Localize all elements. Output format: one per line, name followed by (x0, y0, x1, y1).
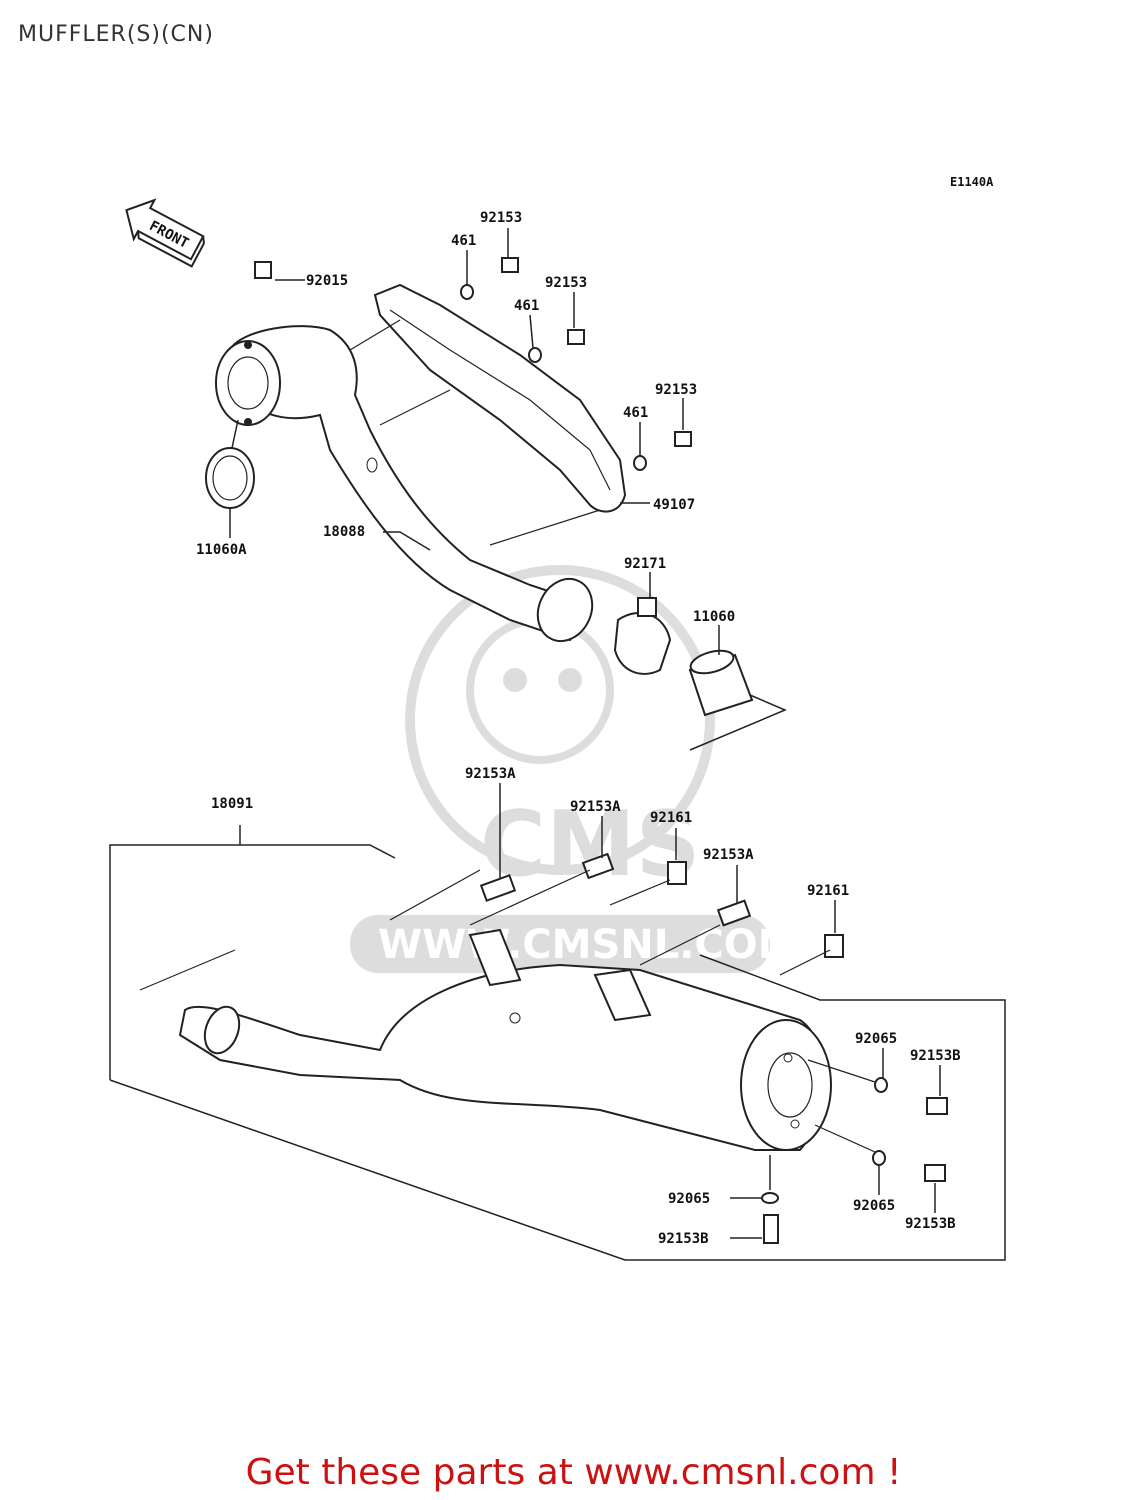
sleeve-11060 (688, 649, 754, 717)
callout-label: 92065 (853, 1198, 895, 1214)
washer-icon (460, 284, 474, 300)
washer-icon (633, 455, 647, 471)
callout-label: 92065 (855, 1031, 897, 1047)
callout-labels: 92153 461 92015 92153 461 92153 461 4910… (196, 210, 961, 1247)
bolt-icon (567, 329, 585, 345)
nut-icon (667, 861, 687, 885)
bolt-icon (674, 431, 692, 447)
washer-icon (528, 347, 542, 363)
callout-label: 92065 (668, 1191, 710, 1207)
callout-label: 92161 (807, 883, 849, 899)
callout-label: 461 (623, 405, 648, 421)
leader-lines (109, 228, 1006, 1261)
callout-label: 11060 (693, 609, 735, 625)
bolt-icon (479, 874, 517, 902)
callout-label: 92153B (905, 1216, 956, 1232)
washer-icon (872, 1150, 886, 1166)
heat-guard-49107 (373, 283, 627, 513)
page-title: MUFFLER(S)(CN) (18, 22, 214, 47)
bolt-icon (716, 899, 752, 927)
callout-label: 18091 (211, 796, 253, 812)
fastener-icons (254, 257, 948, 1244)
callout-label: 461 (514, 298, 539, 314)
bolt-icon (254, 261, 272, 279)
callout-label: 92171 (624, 556, 666, 572)
callout-label: 92153A (465, 766, 516, 782)
callout-label: 18088 (323, 524, 365, 540)
callout-label: 92153 (655, 382, 697, 398)
callout-label: 92153 (480, 210, 522, 226)
watermark-logo: CMS (480, 792, 700, 897)
callout-label: 92153A (570, 799, 621, 815)
bolt-icon (924, 1164, 946, 1182)
bolt-icon (926, 1097, 948, 1115)
muffler-18091 (178, 928, 832, 1151)
washer-icon (874, 1077, 888, 1093)
gasket-11060A (205, 447, 255, 509)
callout-label: 11060A (196, 542, 247, 558)
washer-icon (761, 1192, 779, 1204)
promo-footer-link[interactable]: Get these parts at www.cmsnl.com ! (245, 1452, 902, 1493)
watermark-url: WWW.CMSNL.COM (378, 922, 798, 968)
bolt-icon (581, 852, 615, 880)
clamp-92171 (613, 597, 672, 675)
callout-label: 92161 (650, 810, 692, 826)
callout-label: 92153B (658, 1231, 709, 1247)
callout-label: 92015 (306, 273, 348, 289)
callout-label: 92153B (910, 1048, 961, 1064)
bolt-icon (501, 257, 519, 273)
front-arrow-icon: FRONT (125, 198, 205, 268)
callout-label: 92153 (545, 275, 587, 291)
nut-icon (824, 934, 844, 958)
callout-label: 92153A (703, 847, 754, 863)
callout-label: 49107 (653, 497, 695, 513)
exhaust-pipe-18088 (215, 325, 594, 643)
bolt-icon (763, 1214, 779, 1244)
callout-label: 461 (451, 233, 476, 249)
diagram-code: E1140A (950, 175, 994, 189)
